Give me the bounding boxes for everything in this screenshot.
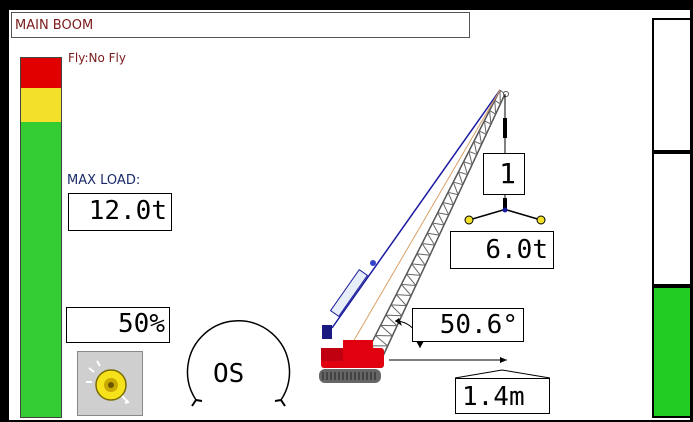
right-status-panel [652,18,690,418]
boom-lattice [364,89,506,357]
max-load-readout: 12.0t [68,193,172,231]
rotation-arrows-icon [191,399,203,407]
right-panel-top[interactable] [652,18,690,152]
slew-indicator [186,320,291,407]
boom-mode-title: MAIN BOOM [15,18,94,33]
working-radius-readout: 1.4m [455,378,550,414]
max-load-value: 12.0t [88,196,167,226]
boom-angle-readout: 50.6° [412,308,524,342]
parts-of-line-readout: 1 [483,153,525,195]
slew-label: OS [213,359,245,389]
gantry [329,268,369,318]
radius-pointer [454,369,551,379]
status-indicator-green [652,286,690,418]
gauge-yellow-zone [21,88,61,122]
boom-angle-indicator [389,318,507,363]
boom-mode-title-box: MAIN BOOM [11,12,470,38]
gauge-green-zone [21,122,61,222]
parts-of-line-value: 1 [499,157,516,190]
boom-angle-value: 50.6° [439,310,518,340]
load-percent-value: 50% [118,309,165,339]
load-percent-readout: 50% [66,307,170,343]
sheave [370,260,376,266]
right-panel-middle[interactable] [652,152,690,286]
crane-carrier [319,325,384,383]
boom-tip [503,91,509,97]
hook-block [464,94,546,225]
working-radius-value: 1.4m [462,382,525,412]
max-load-label: MAX LOAD: [67,173,141,188]
crane-display: MAIN BOOM Fly:No Fly MAX LOAD: 12.0t 50% [9,10,690,420]
actual-load-value: 6.0t [485,235,548,265]
hoist-line [352,89,501,343]
gauge-fill-level [21,221,61,417]
alarm-bell-icon [86,360,130,404]
crane-diagram [186,89,551,407]
gauge-red-zone [21,58,61,88]
pendant-line [331,89,501,329]
fly-status-label: Fly:No Fly [68,51,126,65]
actual-load-readout: 6.0t [450,231,554,269]
load-percentage-gauge [20,57,62,418]
alarm-button[interactable] [77,351,143,416]
